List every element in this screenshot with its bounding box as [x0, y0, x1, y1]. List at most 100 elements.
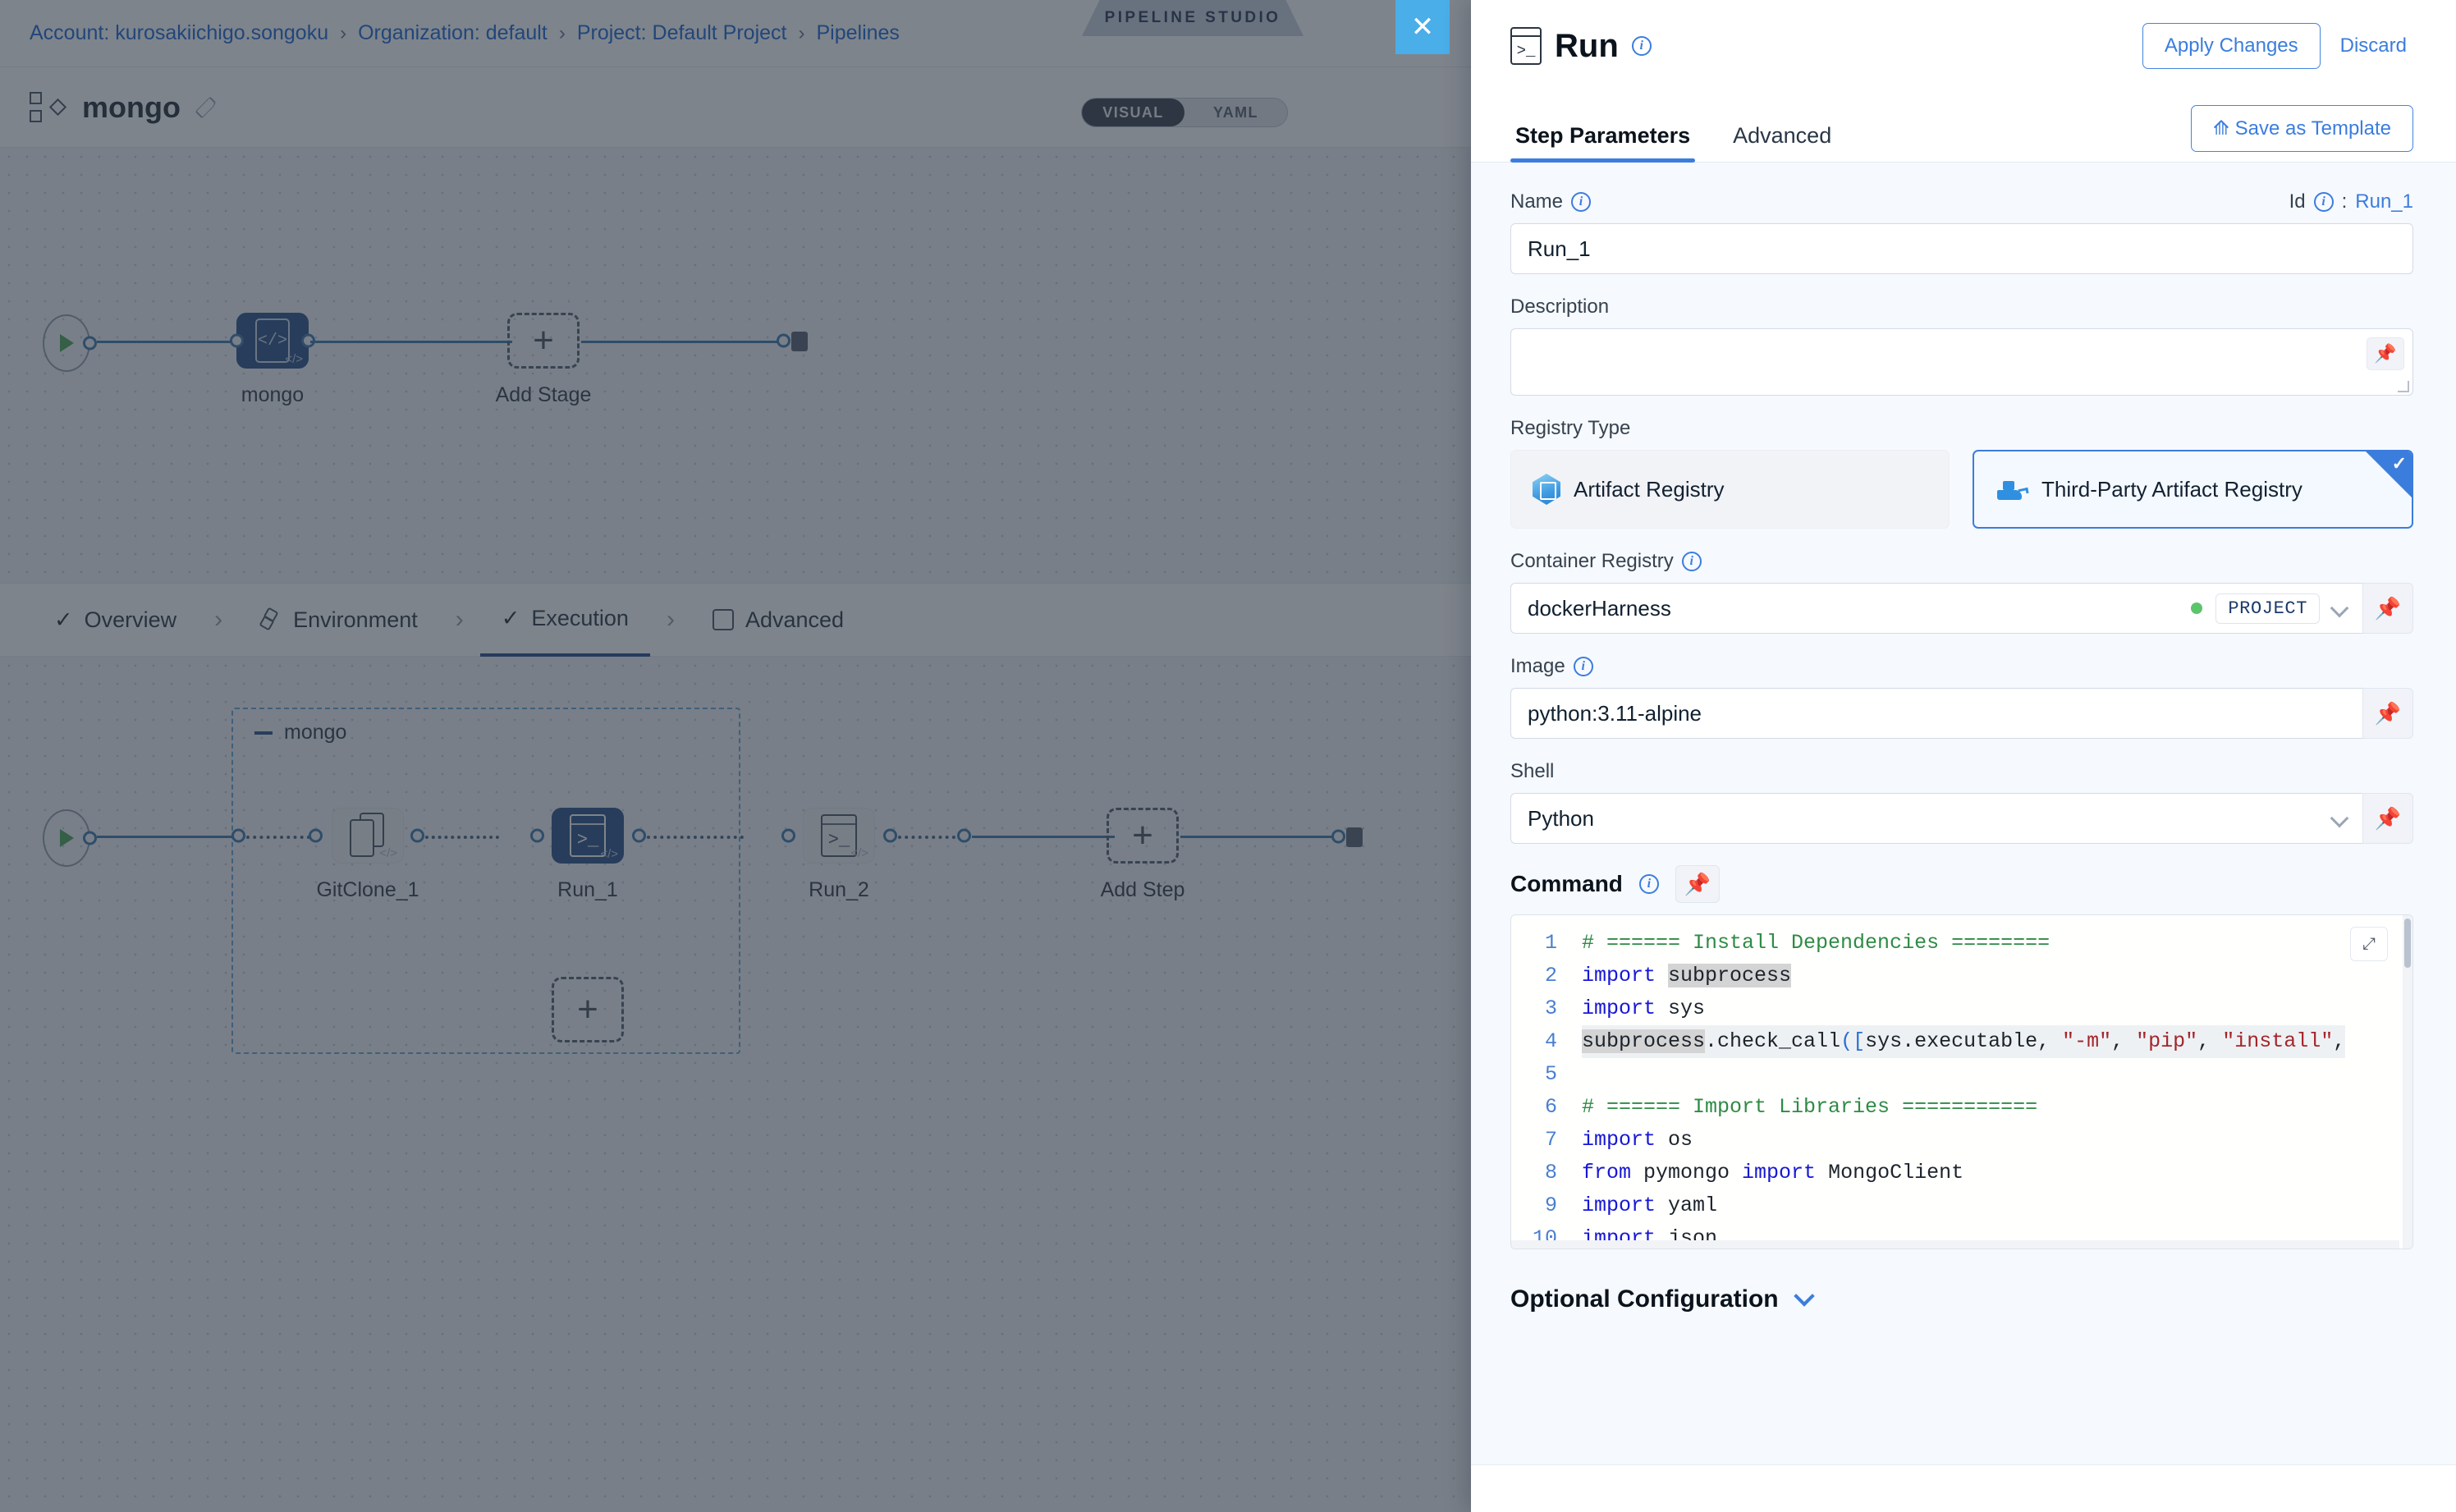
info-icon[interactable]: i — [1638, 874, 1659, 894]
breadcrumb-project[interactable]: Project: Default Project — [576, 21, 787, 44]
code-corner-icon: </> — [600, 847, 618, 861]
chevron-down-icon[interactable] — [1793, 1285, 1815, 1307]
line-number: 5 — [1544, 1062, 1557, 1086]
pin-icon[interactable]: 📌 — [2362, 583, 2413, 634]
save-as-template-button[interactable]: ⟰ Save as Template — [2190, 105, 2413, 152]
exec-end-port[interactable] — [1331, 829, 1345, 844]
stage-tab-advanced[interactable]: Advanced — [691, 583, 865, 657]
run2-out-port[interactable] — [883, 828, 897, 843]
end-port[interactable] — [777, 333, 790, 348]
scope-status-dot — [2191, 603, 2203, 614]
tab-chevron-icon: › — [214, 606, 223, 633]
add-stage-node[interactable]: + Add Stage — [496, 313, 591, 406]
mode-visual[interactable]: VISUAL — [1082, 99, 1184, 126]
tab-chevron-icon: › — [455, 606, 464, 633]
chevron-down-icon[interactable] — [2330, 809, 2349, 828]
resize-handle[interactable] — [2398, 381, 2409, 392]
step-group-header[interactable]: mongo — [254, 721, 346, 745]
drawer-header: >_ Run i Apply Changes Discard — [1471, 0, 2456, 92]
name-input[interactable]: Run_1 — [1510, 223, 2413, 274]
description-textarea[interactable]: 📌 — [1510, 328, 2413, 396]
view-mode-toggle[interactable]: VISUAL YAML — [1081, 98, 1288, 127]
close-icon[interactable]: ✕ — [1395, 0, 1450, 54]
code-corner-icon: </> — [379, 846, 397, 860]
pin-icon[interactable]: 📌 — [1675, 865, 1720, 903]
run1-in-port[interactable] — [530, 828, 544, 843]
line-number: 8 — [1544, 1161, 1557, 1184]
apply-changes-button[interactable]: Apply Changes — [2142, 23, 2321, 69]
document-icon — [712, 609, 734, 630]
pipeline-studio-badge: PIPELINE STUDIO — [1082, 0, 1304, 36]
pin-icon[interactable]: 📌 — [2362, 688, 2413, 739]
save-as-template-label: Save as Template — [2234, 117, 2391, 140]
stage-node-mongo[interactable]: </> </> mongo — [230, 313, 315, 406]
info-icon[interactable]: i — [2313, 192, 2334, 212]
editor-vertical-scrollbar[interactable] — [2403, 915, 2412, 1249]
add-step-box[interactable]: + — [1107, 808, 1179, 864]
step-group-label: mongo — [284, 721, 347, 744]
stage-tab-environment[interactable]: Environment — [239, 583, 439, 657]
step-node-run2[interactable]: >_ </> Run_2 — [803, 808, 875, 901]
add-stage-box[interactable]: + — [507, 313, 580, 369]
run2-in-port[interactable] — [781, 828, 795, 843]
edge-mongo-to-addstage — [310, 341, 512, 343]
step-node-box[interactable]: >_ </> — [552, 808, 624, 864]
container-registry-select[interactable]: dockerHarness PROJECT — [1510, 583, 2362, 634]
registry-option-third-party[interactable]: Third-Party Artifact Registry — [1973, 450, 2413, 529]
stage-node-box[interactable]: </> </> — [236, 313, 309, 369]
start-port[interactable] — [83, 336, 97, 351]
group-out-port[interactable] — [957, 828, 971, 843]
gitclone-out-port[interactable] — [410, 828, 424, 843]
exec-start-port[interactable] — [83, 831, 97, 845]
stage-in-port[interactable] — [230, 333, 244, 348]
add-step-node[interactable]: + Add Step — [1101, 808, 1184, 901]
discard-button[interactable]: Discard — [2334, 26, 2413, 66]
step-node-box[interactable]: </> — [332, 808, 404, 864]
info-icon[interactable]: i — [1573, 657, 1593, 676]
scope-badge: PROJECT — [2215, 593, 2320, 624]
pin-icon[interactable]: 📌 — [2362, 793, 2413, 844]
add-step-inline-box[interactable]: + — [552, 977, 624, 1042]
info-icon[interactable]: i — [1681, 552, 1702, 571]
gitclone-in-port[interactable] — [309, 828, 323, 843]
add-step-inline-node[interactable]: + — [552, 977, 624, 1042]
chevron-down-icon[interactable] — [2330, 598, 2349, 618]
optional-configuration-toggle[interactable]: Optional Configuration — [1510, 1285, 2413, 1313]
info-icon[interactable]: i — [1631, 36, 1652, 56]
step-node-box[interactable]: >_ </> — [803, 808, 875, 864]
code-lines: 1# ====== Install Dependencies ========2… — [1511, 915, 2412, 1249]
pipeline-studio-canvas: Account: kurosakiichigo.songoku › Organi… — [0, 0, 1471, 1512]
breadcrumb-pipelines[interactable]: Pipelines — [816, 21, 900, 44]
line-code: # ====== Import Libraries =========== — [1582, 1095, 2038, 1119]
editor-horizontal-scrollbar[interactable] — [1511, 1240, 2399, 1249]
stage-tab-execution[interactable]: ✓ Execution — [479, 583, 650, 657]
stage-canvas[interactable] — [0, 148, 1471, 583]
run1-out-port[interactable] — [632, 828, 646, 843]
tab-step-parameters[interactable]: Step Parameters — [1510, 123, 1696, 163]
step-node-label: Run_2 — [809, 878, 869, 901]
stage-tab-advanced-label: Advanced — [745, 607, 845, 632]
registry-option-artifact[interactable]: Artifact Registry — [1510, 450, 1950, 529]
stage-config-tabs: ✓ Overview › Environment › ✓ Execution ›… — [0, 583, 1471, 657]
pin-icon[interactable]: 📌 — [2367, 337, 2404, 370]
step-node-gitclone[interactable]: </> GitClone_1 — [316, 808, 419, 901]
expand-icon[interactable]: ⤢ — [2350, 927, 2388, 961]
edit-pencil-icon[interactable] — [195, 96, 218, 118]
group-in-port[interactable] — [231, 828, 245, 843]
code-line: 1# ====== Install Dependencies ======== — [1511, 927, 2412, 960]
image-input[interactable]: python:3.11-alpine — [1510, 688, 2362, 739]
shell-select[interactable]: Python — [1510, 793, 2362, 844]
edge-group-to-addstep — [972, 836, 1115, 838]
code-line: 6# ====== Import Libraries =========== — [1511, 1091, 2412, 1124]
field-registry-type: Registry Type Artifact Registry Third-Pa… — [1510, 417, 2413, 529]
info-icon[interactable]: i — [1571, 192, 1592, 212]
collapse-icon[interactable] — [254, 731, 273, 735]
breadcrumb-organization[interactable]: Organization: default — [358, 21, 548, 44]
breadcrumb-separator-icon: › — [340, 21, 347, 44]
breadcrumb-account[interactable]: Account: kurosakiichigo.songoku — [30, 21, 329, 44]
command-code-editor[interactable]: 1# ====== Install Dependencies ========2… — [1510, 914, 2413, 1249]
step-node-run1[interactable]: >_ </> Run_1 — [552, 808, 624, 901]
tab-advanced[interactable]: Advanced — [1728, 123, 1836, 162]
stage-tab-overview[interactable]: ✓ Overview — [33, 583, 198, 657]
mode-yaml[interactable]: YAML — [1213, 103, 1258, 121]
